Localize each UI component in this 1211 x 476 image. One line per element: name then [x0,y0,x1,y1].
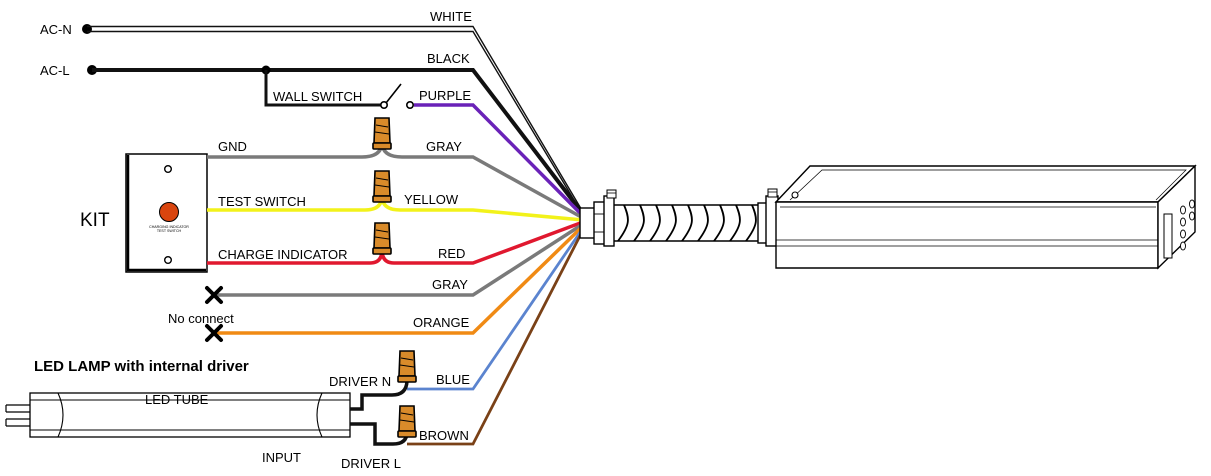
test-switch-label: TEST SWITCH [218,194,306,209]
blue-wire-label: BLUE [436,372,470,387]
kit-plate-text-1: CHARGING INDICATOR [149,225,189,229]
driver-n-label: DRIVER N [329,374,391,389]
no-connect-label: No connect [168,311,234,326]
gnd-label: GND [218,139,247,154]
led-tube [5,392,351,438]
wire-nut-yellow [372,170,392,203]
input-label: INPUT [262,450,301,465]
no-connect-x-orange [205,324,223,342]
box-connector [757,188,779,247]
no-connect-x-gray [205,286,223,304]
purple-wire [414,103,585,218]
white-wire-label: WHITE [430,9,472,24]
ac-n-label: AC-N [40,22,72,37]
kit-plate [125,153,208,273]
gray-bottom-label: GRAY [432,277,468,292]
kit-title: KIT [80,210,110,231]
kit-plate-text-2: TEST SWITCH [157,229,182,233]
emergency-driver-box [774,164,1197,270]
black-wire-label: BLACK [427,51,470,66]
charging-indicator-button [159,202,179,222]
brown-wire [407,229,585,446]
purple-wire-label: PURPLE [419,88,471,103]
conduit-connector [579,189,617,247]
ac-n-terminal [82,24,92,34]
ac-n-line [82,24,584,216]
yellow-wire-label: YELLOW [404,192,459,207]
red-wire-label: RED [438,246,465,261]
driver-l-label: DRIVER L [341,456,401,471]
brown-wire-label: BROWN [419,428,469,443]
orange-wire [214,224,585,335]
driver-n-lead [350,379,409,411]
gray-nc-wire [214,222,584,297]
wall-switch-label: WALL SWITCH [273,89,362,104]
wire-nut-red [372,222,392,255]
charge-indicator-label: CHARGE INDICATOR [218,247,348,262]
box-mount-hole [791,191,799,199]
ac-l-label: AC-L [40,63,70,78]
lamp-title: LED LAMP with internal driver [34,358,249,375]
screw-hole-top [163,164,172,173]
wall-switch [379,83,414,110]
wire-nut-driver-n [397,350,417,383]
ac-l-line [87,65,585,216]
wire-nut-gnd [372,117,392,150]
screw-hole-bottom [163,256,172,265]
blue-wire [407,227,585,391]
orange-wire-label: ORANGE [413,315,470,330]
gray-top-label: GRAY [426,139,462,154]
wire-nut-driver-l [397,405,417,438]
flexible-conduit [614,204,760,242]
led-tube-label: LED TUBE [145,392,209,407]
